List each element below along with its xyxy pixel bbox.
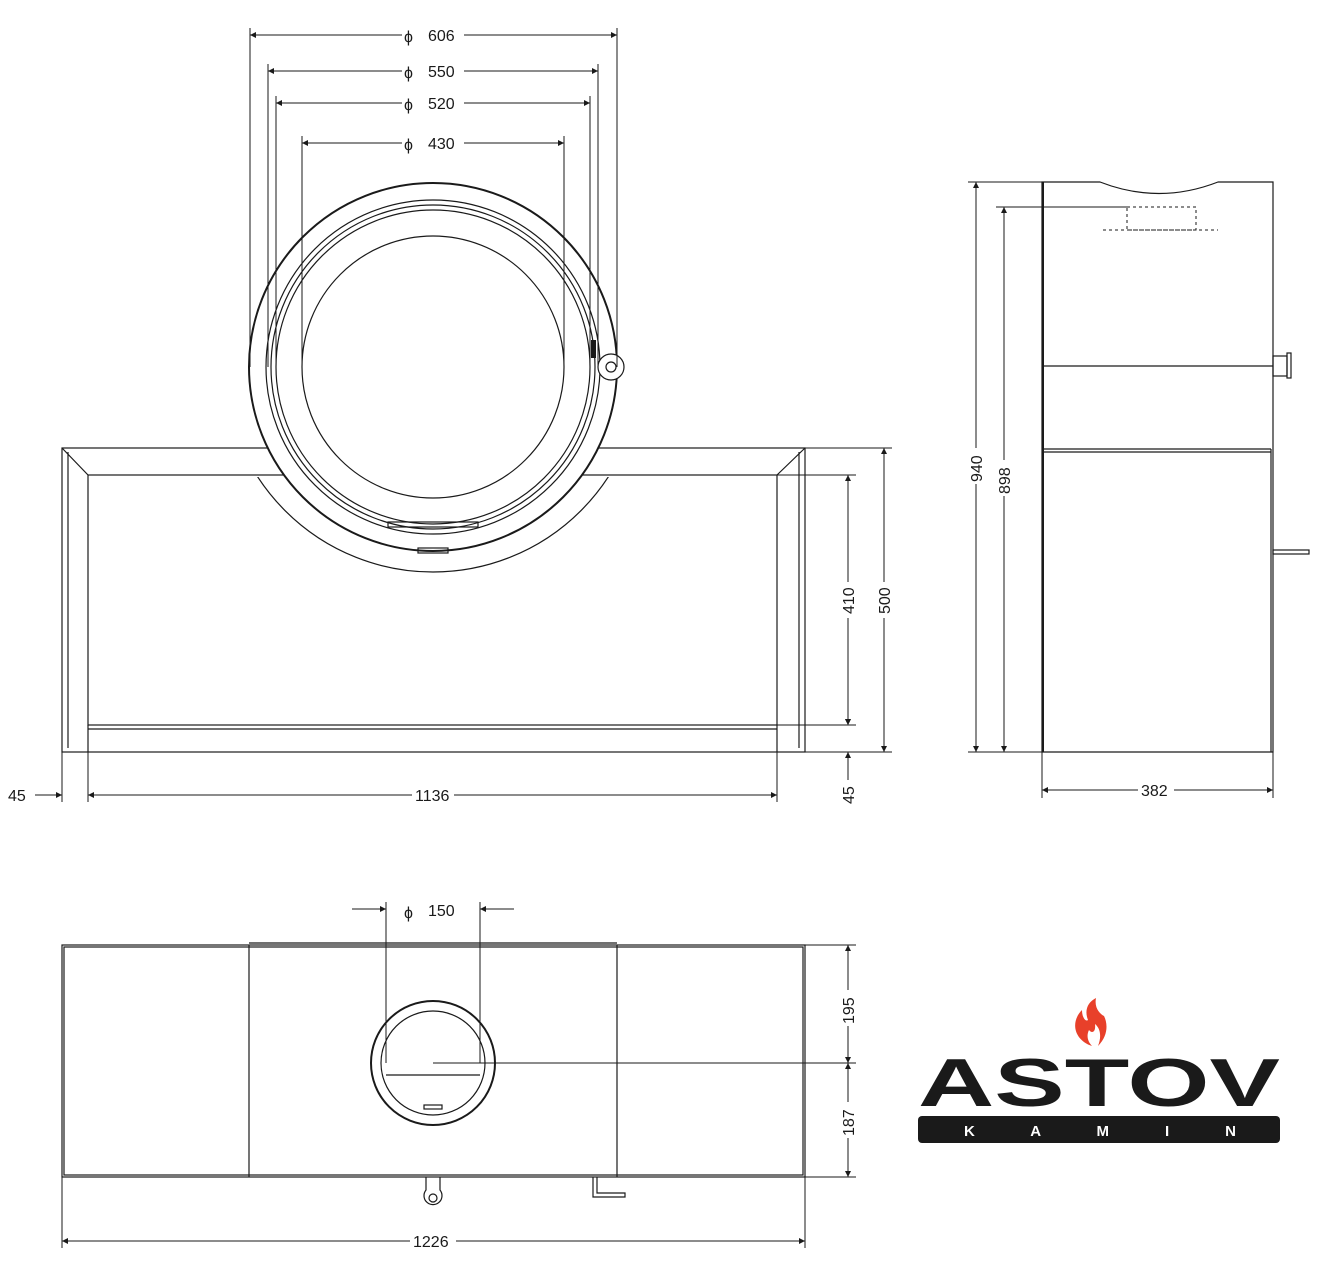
astov-logo: ASTOV K A M I N xyxy=(918,998,1280,1143)
diameter-symbol: ϕ xyxy=(404,905,413,922)
dim-187: 187 xyxy=(841,1109,858,1136)
front-view: ϕ 606 ϕ 550 ϕ 520 ϕ 430 410 500 45 11 xyxy=(8,24,894,805)
dim-45-side: 45 xyxy=(8,788,26,805)
dim-410: 410 xyxy=(841,587,858,614)
dim-500: 500 xyxy=(877,587,894,614)
diameter-symbol: ϕ xyxy=(404,29,413,46)
dim-550: 550 xyxy=(428,64,455,81)
dim-1226: 1226 xyxy=(413,1234,449,1251)
dim-430: 430 xyxy=(428,136,455,153)
flame-icon xyxy=(1075,998,1107,1046)
diameter-symbol: ϕ xyxy=(404,137,413,154)
diameter-symbol: ϕ xyxy=(404,65,413,82)
dim-606: 606 xyxy=(428,28,455,45)
diameter-symbol: ϕ xyxy=(404,97,413,114)
dim-382: 382 xyxy=(1141,783,1168,800)
dim-1136: 1136 xyxy=(415,788,450,805)
dim-195: 195 xyxy=(841,997,858,1024)
door-handle-icon xyxy=(423,1177,443,1206)
dim-45-foot: 45 xyxy=(841,786,858,804)
top-view: ϕ 150 195 187 1226 xyxy=(61,902,858,1251)
logo-brand: ASTOV xyxy=(918,1045,1280,1121)
side-view: 940 898 382 xyxy=(966,181,1310,800)
dim-520: 520 xyxy=(428,96,455,113)
logo-sub: K A M I N xyxy=(964,1123,1236,1140)
dim-940: 940 xyxy=(969,455,986,482)
dim-150: 150 xyxy=(428,903,455,920)
dim-898: 898 xyxy=(997,467,1014,494)
